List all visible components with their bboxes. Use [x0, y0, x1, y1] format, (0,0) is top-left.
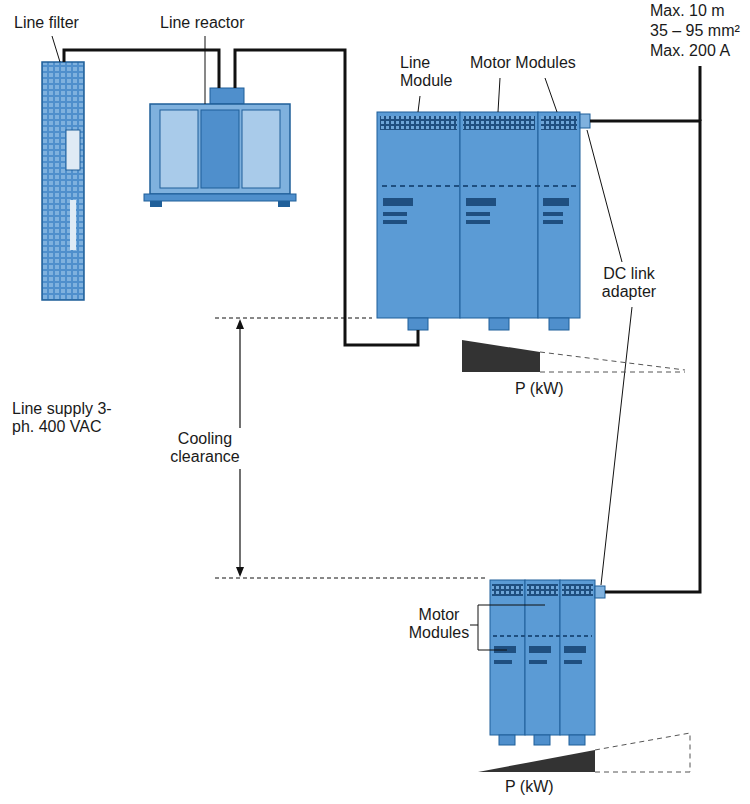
cooling-clearance-dimension — [215, 318, 486, 578]
cable-current: Max. 200 A — [650, 42, 748, 60]
cable-length: Max. 10 m — [650, 2, 748, 20]
part-label: Line reactor — [160, 14, 270, 32]
power-wedge — [462, 340, 690, 772]
supply-note: Line supply 3-ph. 400 VAC — [12, 400, 128, 437]
power-axis-label: P (kW) — [505, 778, 575, 796]
part-label: Line Module — [400, 54, 460, 91]
part-label: Line filter — [14, 14, 114, 32]
part-label: Motor Modules — [470, 54, 600, 72]
top-module-group — [377, 112, 590, 330]
line-reactor — [144, 88, 296, 207]
power-axis-label: P (kW) — [515, 380, 585, 398]
part-label: Motor Modules — [406, 606, 472, 643]
power-wiring — [64, 50, 700, 592]
line-filter — [42, 62, 84, 300]
cable-cross-section: 35 – 95 mm² — [650, 22, 748, 40]
dimension-label: Cooling clearance — [166, 428, 244, 469]
leader-lines — [52, 36, 632, 650]
part-label: DC link adapter — [596, 265, 662, 302]
